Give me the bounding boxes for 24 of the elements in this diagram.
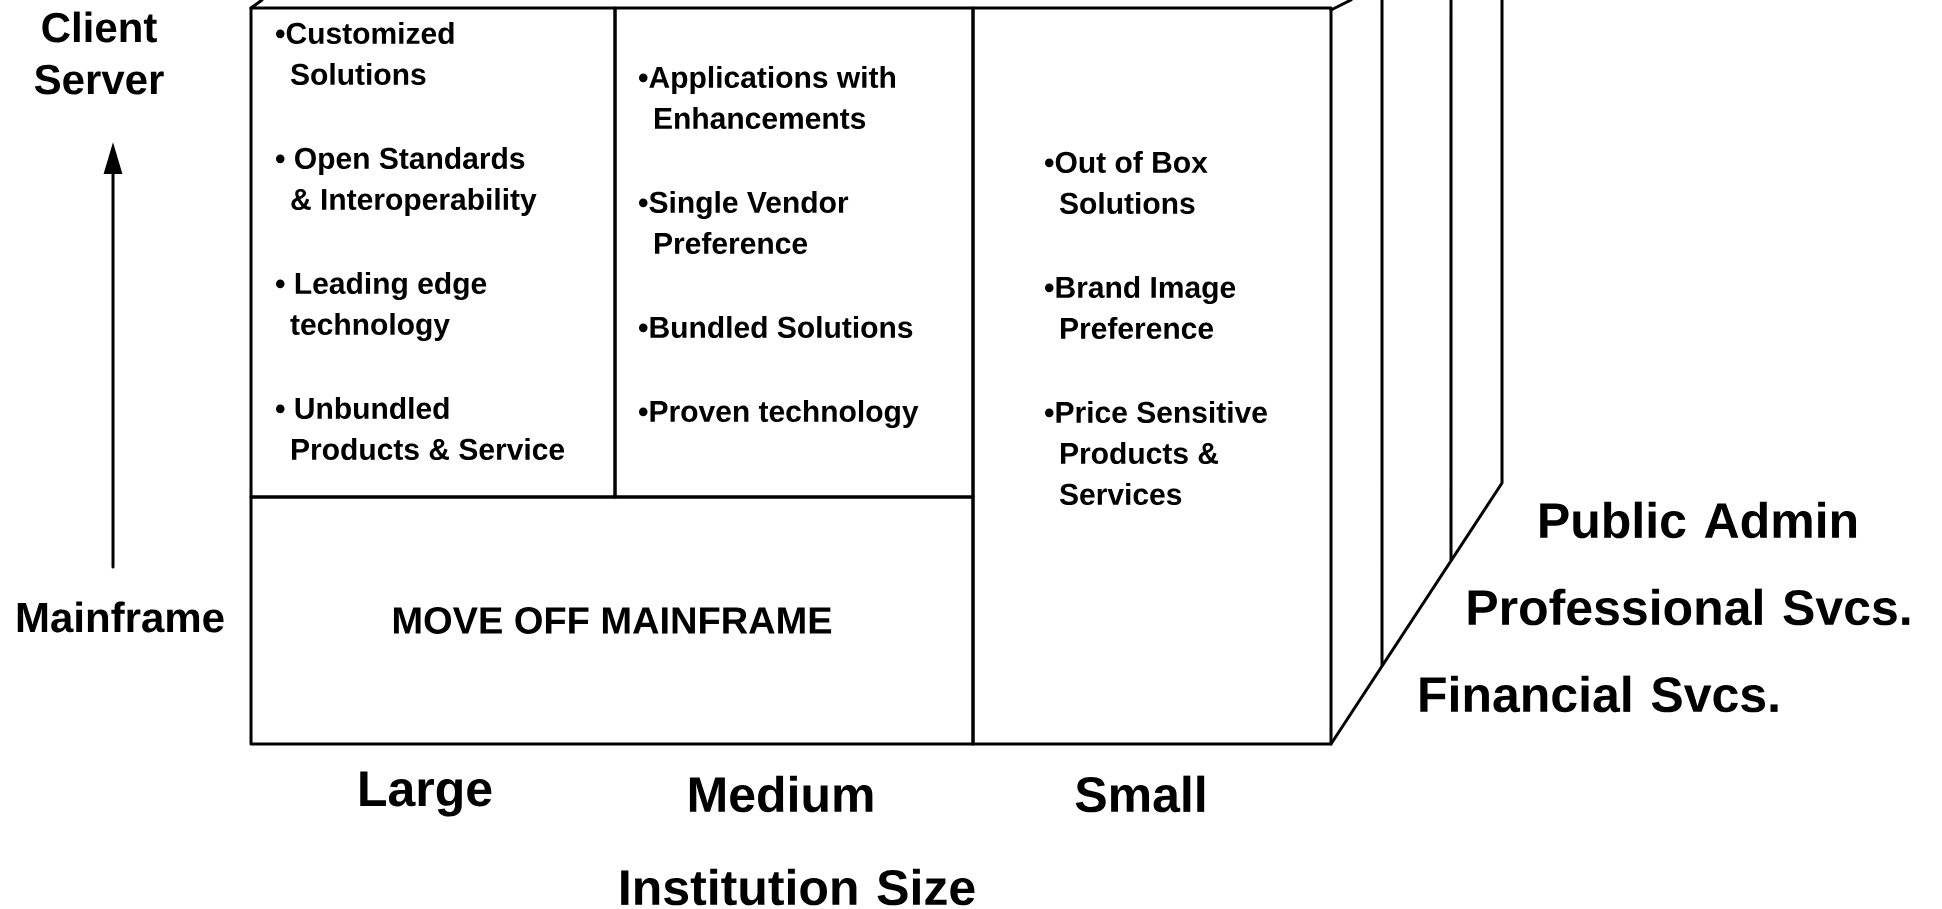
matrix-cell	[249, 495, 975, 746]
bullet-item: •Single Vendor Preference	[638, 191, 849, 255]
bullet-item: •Out of Box Solutions	[1044, 151, 1208, 215]
bullet-item: •Brand Image Preference	[1044, 276, 1236, 340]
axis-label: Financial Svcs.	[1420, 675, 1778, 713]
axis-label: Professional Svcs.	[1468, 588, 1910, 626]
axis-label: Small	[1075, 775, 1205, 813]
bullet-item: • Open Standards & Interoperability	[275, 147, 537, 216]
bullet-item: •Price Sensitive Products & Services	[1044, 401, 1267, 506]
cell-heading: MOVE OFF MAINFRAME	[393, 607, 832, 634]
bullet-item: •Applications with Enhancements	[638, 66, 895, 130]
matrix-cell	[613, 6, 975, 499]
axis-label: Public Admin	[1540, 501, 1857, 539]
bullet-item: •Proven technology	[638, 400, 919, 429]
axis-label: Institution Size	[621, 868, 975, 906]
bullet-item: • Leading edge technology	[275, 272, 487, 342]
bullet-item: •Bundled Solutions	[638, 316, 913, 339]
axis-label: Client Server	[34, 11, 164, 95]
bullet-item: • Unbundled Products & Service	[275, 397, 565, 461]
axis-label: Medium	[689, 775, 873, 813]
bullet-item: •Customized Solutions	[275, 22, 454, 86]
matrix-cell	[971, 6, 1333, 746]
matrix-cell	[249, 6, 617, 499]
axis-label: Mainframe	[17, 601, 224, 633]
